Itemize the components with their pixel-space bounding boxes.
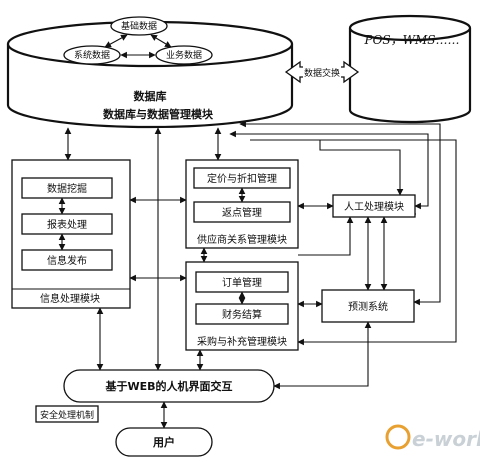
info-publish-box <box>21 249 113 271</box>
database-label: 数据库 <box>134 89 167 103</box>
system-data-node <box>63 45 121 65</box>
base-business-link <box>150 34 172 48</box>
supplier-module-label: 供应商关系管理模块 <box>197 233 287 246</box>
business-data-label: 业务数据 <box>166 49 202 61</box>
report-processing-box <box>21 213 113 235</box>
order-mgmt-label: 订单管理 <box>222 276 262 289</box>
connection-lines <box>64 120 457 429</box>
pos-wms-cylinder <box>348 14 472 124</box>
report-processing-label: 报表处理 <box>47 218 87 231</box>
web-ui-label: 基于WEB的人机界面交互 <box>104 379 232 393</box>
info-module-label: 信息处理模块 <box>40 292 100 305</box>
forecast-label: 预测系统 <box>348 300 388 313</box>
security-box <box>35 405 99 423</box>
security-label: 安全处理机制 <box>40 409 94 421</box>
data-mining-box <box>21 177 113 199</box>
eworks-logo: e-works <box>385 424 480 451</box>
data-mining-label: 数据挖掘 <box>47 182 87 195</box>
finance-label: 财务结算 <box>222 308 262 321</box>
system-data-label: 系统数据 <box>74 49 110 61</box>
user-label: 用户 <box>153 435 175 449</box>
manual-module-label: 人工处理模块 <box>344 201 404 213</box>
watermark-text: e-works <box>412 427 480 451</box>
pricing-label: 定价与折扣管理 <box>207 172 277 185</box>
base-system-link <box>104 34 128 48</box>
purchase-module-label: 采购与补充管理模块 <box>197 335 287 348</box>
base-data-node <box>110 16 168 36</box>
data-exchange-label: 数据交换 <box>304 67 340 79</box>
base-data-label: 基础数据 <box>121 20 157 32</box>
info-publish-label: 信息发布 <box>47 254 87 267</box>
pos-wms-label: POS，WMS…… <box>364 33 460 47</box>
database-module-label: 数据库与数据管理模块 <box>103 107 214 121</box>
rebate-label: 返点管理 <box>222 206 262 219</box>
business-data-node <box>155 45 213 65</box>
